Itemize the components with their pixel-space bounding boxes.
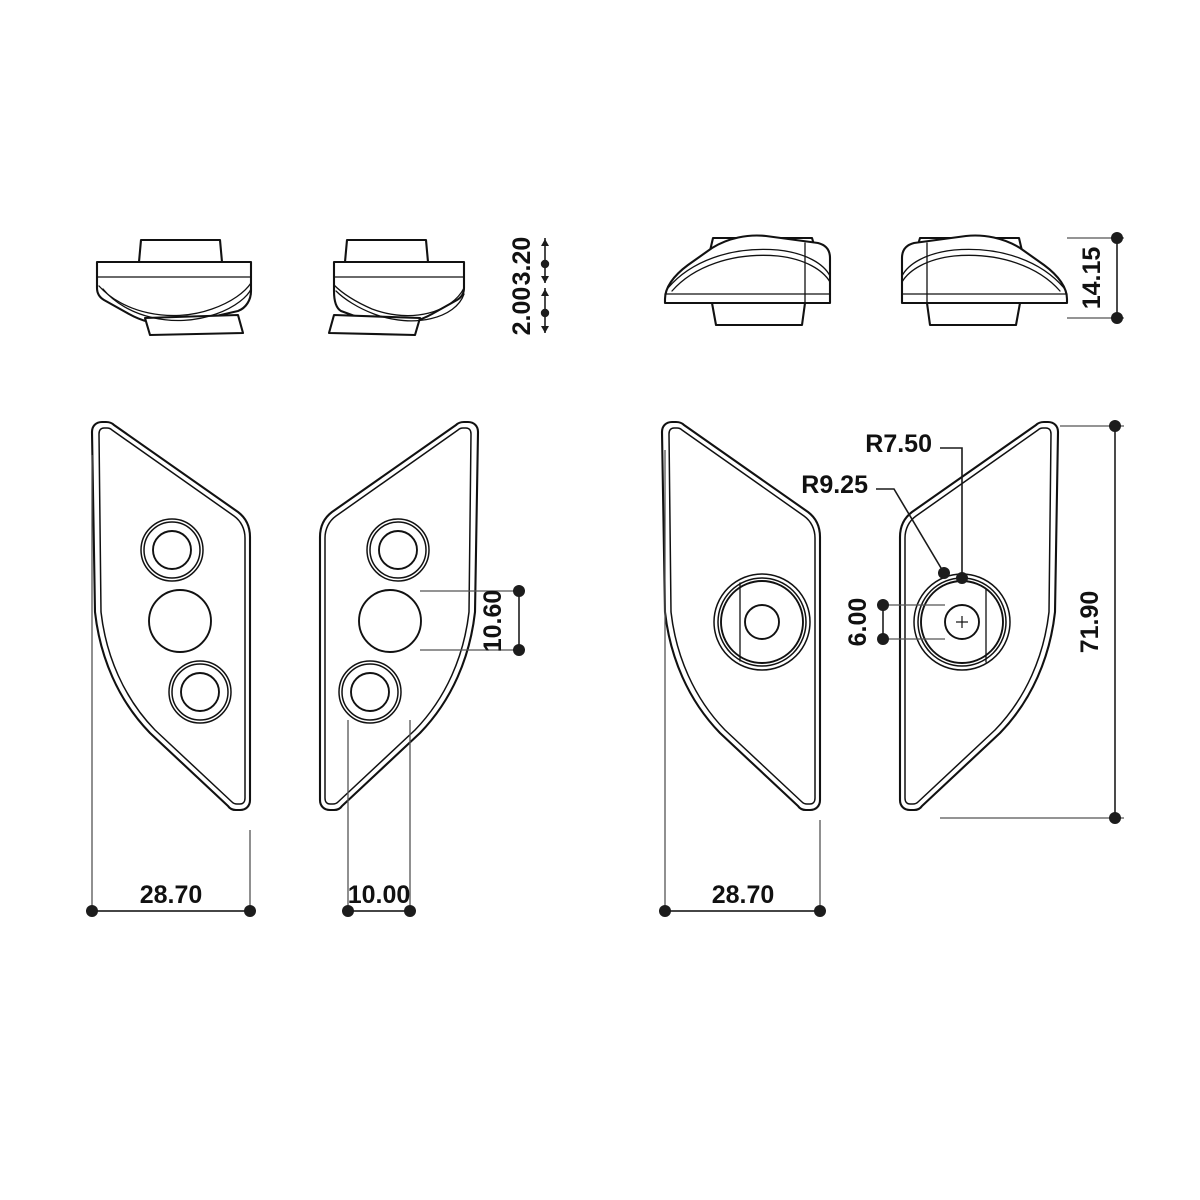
- dim-width-28-70-left: 28.70: [86, 455, 256, 917]
- dim-label-10-00: 10.00: [348, 881, 411, 909]
- left-plan-mirror-view: [318, 420, 480, 812]
- dim-spacing-10-60: 10.60: [420, 585, 525, 656]
- dim-label-r7-50: R7.50: [865, 430, 932, 458]
- dim-thickness-base: 2.00: [508, 287, 550, 336]
- dim-width-10-00: 10.00: [342, 720, 416, 917]
- dim-label-28-70-right: 28.70: [712, 881, 775, 909]
- right-plan-mirror-view: [898, 420, 1060, 812]
- dim-label-2-00: 2.00: [508, 287, 536, 336]
- leader-r9-25: R9.25: [801, 471, 950, 579]
- dim-label-r9-25: R9.25: [801, 471, 868, 499]
- left-elevation-view: [95, 238, 253, 337]
- dim-label-10-60: 10.60: [479, 590, 507, 653]
- dim-label-3-20: 3.20: [508, 237, 536, 286]
- right-elevation-view: [663, 234, 832, 327]
- dim-label-14-15: 14.15: [1078, 247, 1106, 310]
- dim-label-6-00: 6.00: [844, 598, 872, 647]
- right-elevation-mirror-view: [900, 234, 1069, 327]
- left-plan-view: [90, 420, 252, 812]
- dim-label-71-90: 71.90: [1076, 591, 1104, 654]
- left-elevation-mirror-view: [327, 238, 466, 337]
- dim-height-14-15: 14.15: [1067, 232, 1124, 324]
- dim-length-71-90: 71.90: [940, 420, 1124, 824]
- dim-boss-6-00: 6.00: [844, 598, 945, 647]
- right-plan-view: [660, 420, 822, 812]
- dim-thickness-step: 3.20: [508, 237, 550, 286]
- dim-label-28-70-left: 28.70: [140, 881, 203, 909]
- dim-width-28-70-right: 28.70: [659, 450, 826, 917]
- leader-r7-50: R7.50: [865, 430, 968, 584]
